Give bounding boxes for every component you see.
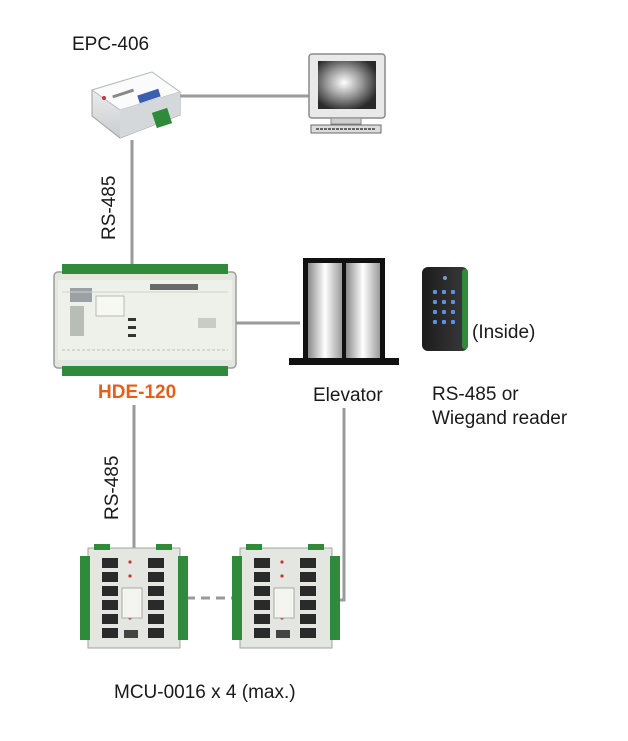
elevator-label: Elevator: [313, 385, 383, 406]
reader-label-line1: RS-485 or: [432, 384, 519, 405]
hde-label: HDE-120: [98, 382, 177, 403]
monitor-icon: [308, 53, 386, 134]
rs485-bottom-label: RS-485: [102, 455, 123, 520]
relay-board-icon: [80, 544, 188, 649]
rs485-top-label: RS-485: [99, 175, 120, 240]
reader-label-line2: Wiegand reader: [432, 408, 568, 429]
epc-label: EPC-406: [72, 34, 150, 55]
relay-board-icon: [232, 544, 340, 649]
elevator-door-icon: [289, 258, 399, 365]
controller-board-icon: [53, 264, 237, 376]
converter-device-icon: [90, 71, 182, 139]
mcu-label: MCU-0016 x 4 (max.): [114, 682, 296, 703]
card-reader-icon: [422, 267, 468, 351]
inside-label: (Inside): [472, 322, 536, 343]
